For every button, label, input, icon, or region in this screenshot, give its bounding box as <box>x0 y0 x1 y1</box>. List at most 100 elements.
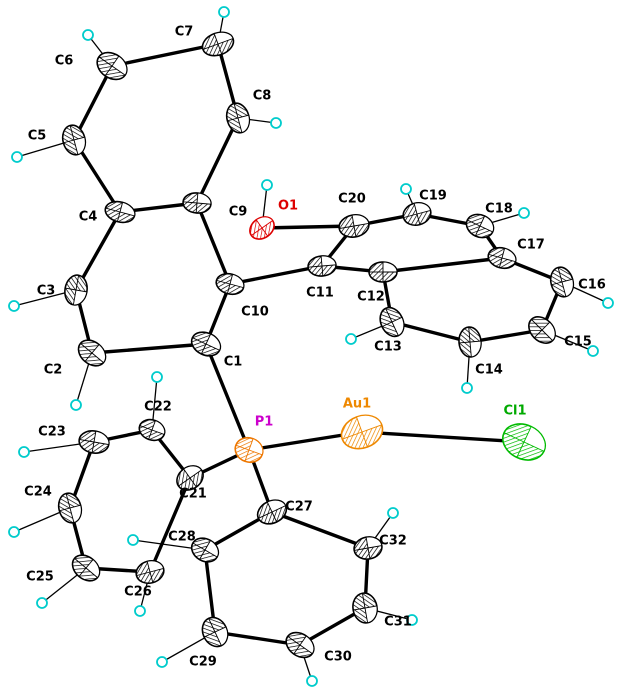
atom-label-C22: C22 <box>144 400 172 415</box>
atom-label-C3: C3 <box>37 284 56 299</box>
ellipsoid-axis <box>199 549 206 560</box>
atom-label-C18: C18 <box>485 202 513 217</box>
atom-label-Au1: Au1 <box>343 397 371 412</box>
atom-label-C15: C15 <box>564 335 592 350</box>
ellipsoid-axis <box>488 253 503 259</box>
ellipsoid-axis <box>557 267 563 283</box>
atom-label-C26: C26 <box>124 585 152 600</box>
ellipsoid-axis <box>342 431 363 440</box>
ellipsoid-octant <box>204 539 219 558</box>
ellipsoid-octant <box>85 558 100 579</box>
ellipsoid-axis <box>321 265 324 277</box>
ellipsoid-octant <box>119 201 136 217</box>
ellipsoid-octant <box>248 438 264 456</box>
bond-C9-C10 <box>195 201 232 286</box>
ellipsoid-octant <box>214 626 229 647</box>
ellipsoid-axis <box>468 327 471 343</box>
atom-label-C14: C14 <box>475 363 503 378</box>
ellipsoid-octant <box>541 321 556 342</box>
ellipsoid-axis <box>354 547 369 551</box>
hydrogen-H14 <box>461 382 473 394</box>
hydrogen-H13 <box>345 333 357 345</box>
ellipsoid-axis <box>139 425 153 431</box>
atom-C25 <box>71 554 101 582</box>
hydrogen-H28 <box>127 534 139 546</box>
hydrogen-H24 <box>8 526 20 538</box>
ellipsoid-axis <box>361 431 368 448</box>
ellipsoid-axis <box>385 308 393 323</box>
atom-C23 <box>78 430 110 454</box>
atom-C2 <box>77 339 107 367</box>
ellipsoid-axis <box>59 507 71 512</box>
ellipsoid-axis <box>353 607 366 611</box>
ellipsoid-axis <box>533 329 543 339</box>
ellipsoid-axis <box>74 558 87 569</box>
ellipsoid-octant <box>111 55 128 76</box>
ellipsoid-octant <box>146 560 165 573</box>
ellipsoid-octant <box>196 192 212 205</box>
ellipsoid-octant <box>469 340 482 358</box>
ellipsoid-octant <box>72 289 88 306</box>
ellipsoid-axis <box>69 125 75 141</box>
atom-label-C11: C11 <box>306 286 334 301</box>
atom-C3 <box>64 274 88 306</box>
ellipsoid-axis <box>233 103 239 119</box>
atom-C21 <box>176 465 204 491</box>
atom-label-C12: C12 <box>357 290 385 305</box>
ellipsoid-axis <box>251 227 263 236</box>
atom-label-C29: C29 <box>189 655 217 670</box>
ellipsoid-axis <box>287 636 301 646</box>
ellipsoid-axis <box>65 493 71 509</box>
bond-C1-C2 <box>90 342 208 355</box>
bond-C26-C21 <box>148 476 192 574</box>
atom-label-C4: C4 <box>79 210 98 225</box>
ellipsoid-axis <box>498 257 503 268</box>
atom-label-C23: C23 <box>38 425 66 440</box>
hydrogen-H22 <box>151 371 163 383</box>
ellipsoid-axis <box>178 477 191 487</box>
ellipsoid-axis <box>516 441 525 458</box>
ellipsoid-axis <box>216 279 231 285</box>
ellipsoid-axis <box>459 341 471 344</box>
atom-C17 <box>487 246 517 270</box>
atom-C19 <box>402 201 432 227</box>
ellipsoid-octant <box>391 316 405 337</box>
atom-label-C16: C16 <box>578 278 606 293</box>
ellipsoid-axis <box>381 321 393 328</box>
ellipsoid-axis <box>361 593 366 609</box>
atom-C20 <box>338 214 370 238</box>
ellipsoid-octant <box>351 214 370 227</box>
atom-C24 <box>57 492 83 524</box>
atom-label-C32: C32 <box>379 534 407 549</box>
bond-C1-P1 <box>204 342 251 452</box>
bond-C8-C9 <box>195 116 240 205</box>
atom-label-C25: C25 <box>26 570 54 585</box>
ellipsoid-octant <box>183 465 203 479</box>
atom-label-C2: C2 <box>44 363 63 378</box>
atom-label-C5: C5 <box>28 129 47 144</box>
ellipsoid-axis <box>217 43 223 55</box>
ellipsoid-axis <box>116 211 121 222</box>
atom-label-C7: C7 <box>175 25 194 40</box>
hydrogen-H15 <box>587 345 599 357</box>
atoms-layer <box>57 31 575 659</box>
hydrogen-H23 <box>18 446 30 458</box>
ellipsoid-axis <box>235 444 250 451</box>
ellipsoid-axis <box>244 449 250 462</box>
ellipsoid-octant <box>320 255 337 267</box>
atom-label-C6: C6 <box>55 54 74 69</box>
atom-C4 <box>104 200 136 224</box>
ellipsoid-axis <box>200 343 207 355</box>
atom-C7 <box>201 31 235 57</box>
ellipsoid-octant <box>213 31 234 45</box>
ellipsoid-axis <box>195 202 198 214</box>
atom-Cl1 <box>502 423 546 461</box>
atom-label-C19: C19 <box>419 189 447 204</box>
atom-C1 <box>190 331 222 357</box>
atom-label-C28: C28 <box>168 530 196 545</box>
ellipsoid-axis <box>308 265 323 268</box>
ellipsoid-axis <box>551 281 563 286</box>
